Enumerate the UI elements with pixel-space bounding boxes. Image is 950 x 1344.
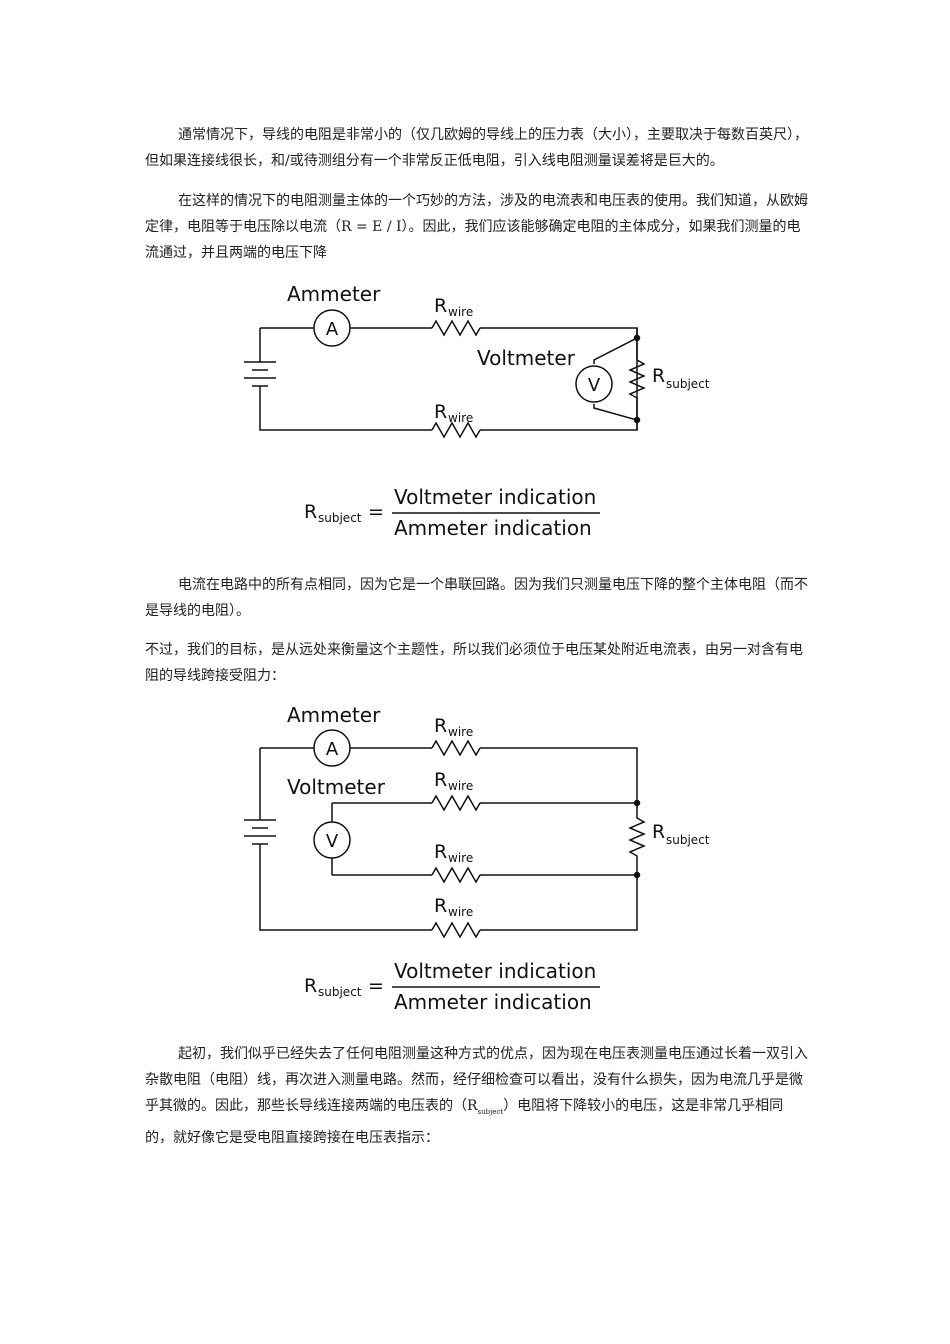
rwire-sub-2: wire [448, 779, 473, 793]
ammeter-label: Ammeter [287, 282, 381, 306]
paragraph-2: 在这样的情况下的电阻测量主体的一个巧妙的方法，涉及的电流表和电压表的使用。我们知… [145, 193, 808, 261]
voltmeter-symbol: V [326, 831, 339, 852]
wire-resistor-top [431, 319, 481, 337]
inline-subject-sub: subject [477, 1107, 504, 1116]
inline-r-symbol: R [467, 1098, 478, 1114]
ammeter-symbol: A [326, 319, 339, 340]
voltmeter-icon [575, 365, 613, 403]
rwire-sub-3: wire [448, 851, 473, 865]
rwire-label-3: R [434, 841, 447, 863]
rwire-label-bottom: R [434, 401, 447, 423]
wire-resistor-bottom [431, 421, 481, 439]
rsubject-label: R [652, 365, 665, 387]
rwire-label-1: R [434, 715, 447, 737]
formula-denominator: Ammeter indication [394, 990, 592, 1014]
circuit-diagram-2: Ammeter A Voltmeter V R wire R wire R wi… [232, 700, 722, 1024]
formula-denominator: Ammeter indication [394, 516, 592, 540]
battery-icon [244, 352, 276, 394]
rsubject-label: R [652, 821, 665, 843]
wire-resistor-1 [431, 739, 481, 757]
formula-numerator: Voltmeter indication [394, 485, 596, 509]
ammeter-symbol: A [326, 739, 339, 760]
voltmeter-label: Voltmeter [477, 346, 576, 370]
rwire-sub-4: wire [448, 905, 473, 919]
rwire-label-2: R [434, 769, 447, 791]
formula-numerator: Voltmeter indication [394, 959, 596, 983]
paragraph-5-text-b: ）电阻将下降较小的电压，这是非常几乎相同的，就好像它是受电阻直接跨接在电压表指示… [145, 1098, 784, 1146]
voltmeter-label: Voltmeter [287, 775, 386, 799]
rwire-label-top: R [434, 295, 447, 317]
rwire-sub-top: wire [448, 305, 473, 319]
wire-resistor-3 [431, 866, 481, 884]
paragraph-5: 起初，我们似乎已经失去了任何电阻测量这种方式的优点，因为现在电压表测量电压通过长… [145, 1041, 810, 1151]
ammeter-label: Ammeter [287, 703, 381, 727]
voltmeter-symbol: V [588, 375, 601, 396]
ammeter-icon [313, 729, 351, 767]
ammeter-icon [313, 309, 351, 347]
wire-resistor-4 [431, 921, 481, 939]
subject-resistor [628, 806, 646, 860]
formula-equals: = [368, 501, 384, 523]
formula-sub: subject [318, 511, 362, 525]
battery-icon [244, 810, 276, 850]
wire-resistor-2 [431, 794, 481, 812]
formula-r: R [304, 501, 317, 523]
formula-r: R [304, 975, 317, 997]
circuit-diagram-1: Ammeter A Voltmeter V R wire R wire R su… [232, 278, 722, 552]
rsubject-sub: subject [666, 377, 710, 391]
paragraph-1: 通常情况下，导线的电阻是非常小的（仅几欧姆的导线上的压力表（大小），主要取决于每… [145, 127, 808, 169]
rwire-sub-1: wire [448, 725, 473, 739]
rwire-label-4: R [434, 895, 447, 917]
rsubject-sub: subject [666, 833, 710, 847]
formula-sub: subject [318, 985, 362, 999]
paragraph-4: 不过，我们的目标，是从远处来衡量这个主题性，所以我们必须位于电压某处附近电流表，… [145, 642, 803, 684]
rwire-sub-bottom: wire [448, 411, 473, 425]
subject-resistor [628, 359, 646, 399]
paragraph-3: 电流在电路中的所有点相同，因为它是一个串联回路。因为我们只测量电压下降的整个主体… [145, 577, 808, 619]
paragraph-5-text-a: 起初，我们似乎已经失去了任何电阻测量这种方式的优点，因为现在电压表测量电压通过长… [145, 1046, 808, 1114]
formula-equals: = [368, 975, 384, 997]
voltmeter-icon [313, 821, 351, 859]
